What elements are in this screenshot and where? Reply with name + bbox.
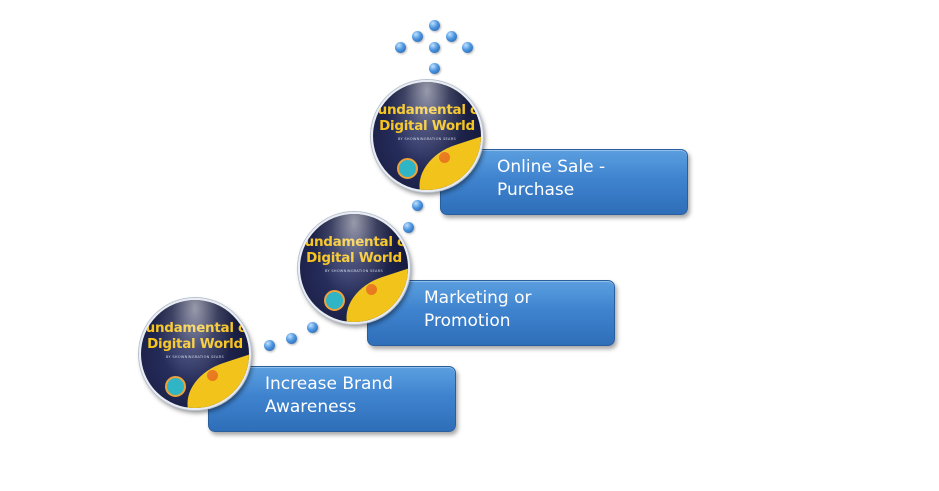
step-badge: Fundamental of Digital World BY SHOWNING… [371, 80, 483, 192]
badge-dot [439, 152, 450, 163]
connector-bead [307, 322, 318, 333]
badge-subtitle: BY SHOWNINGRATION SEARS [166, 355, 224, 359]
arrow-bead [412, 31, 423, 42]
connector-bead [403, 222, 414, 233]
badge-title: Fundamental of Digital World [139, 320, 249, 352]
connector-bead [412, 200, 423, 211]
step-box-marketing-promotion: Marketing or Promotion [367, 280, 615, 346]
chat-bubble-icon [165, 376, 186, 397]
arrow-bead [429, 42, 440, 53]
badge-subtitle: BY SHOWNINGRATION SEARS [325, 269, 383, 273]
step-label: Online Sale - Purchase [497, 157, 606, 200]
arrow-bead [429, 20, 440, 31]
badge-wave-shape [409, 135, 481, 190]
badge-dot [207, 370, 218, 381]
badge-wave-shape [177, 353, 249, 408]
step-box-brand-awareness: Increase Brand Awareness [208, 366, 456, 432]
arrow-bead [446, 31, 457, 42]
chat-bubble-icon [397, 158, 418, 179]
badge-subtitle: BY SHOWNINGRATION SEARS [398, 137, 456, 141]
badge-wave-shape [336, 267, 408, 322]
step-badge: Fundamental of Digital World BY SHOWNING… [139, 298, 251, 410]
step-label: Marketing or Promotion [424, 288, 532, 331]
badge-dot [366, 284, 377, 295]
connector-bead [286, 333, 297, 344]
arrow-bead [462, 42, 473, 53]
badge-title: Fundamental of Digital World [298, 234, 408, 266]
step-label: Increase Brand Awareness [265, 374, 393, 417]
arrow-bead [395, 42, 406, 53]
arrow-bead [429, 63, 440, 74]
connector-bead [264, 340, 275, 351]
badge-title: Fundamental of Digital World [371, 102, 481, 134]
chat-bubble-icon [324, 290, 345, 311]
step-box-online-sale: Online Sale - Purchase [440, 149, 688, 215]
step-badge: Fundamental of Digital World BY SHOWNING… [298, 212, 410, 324]
